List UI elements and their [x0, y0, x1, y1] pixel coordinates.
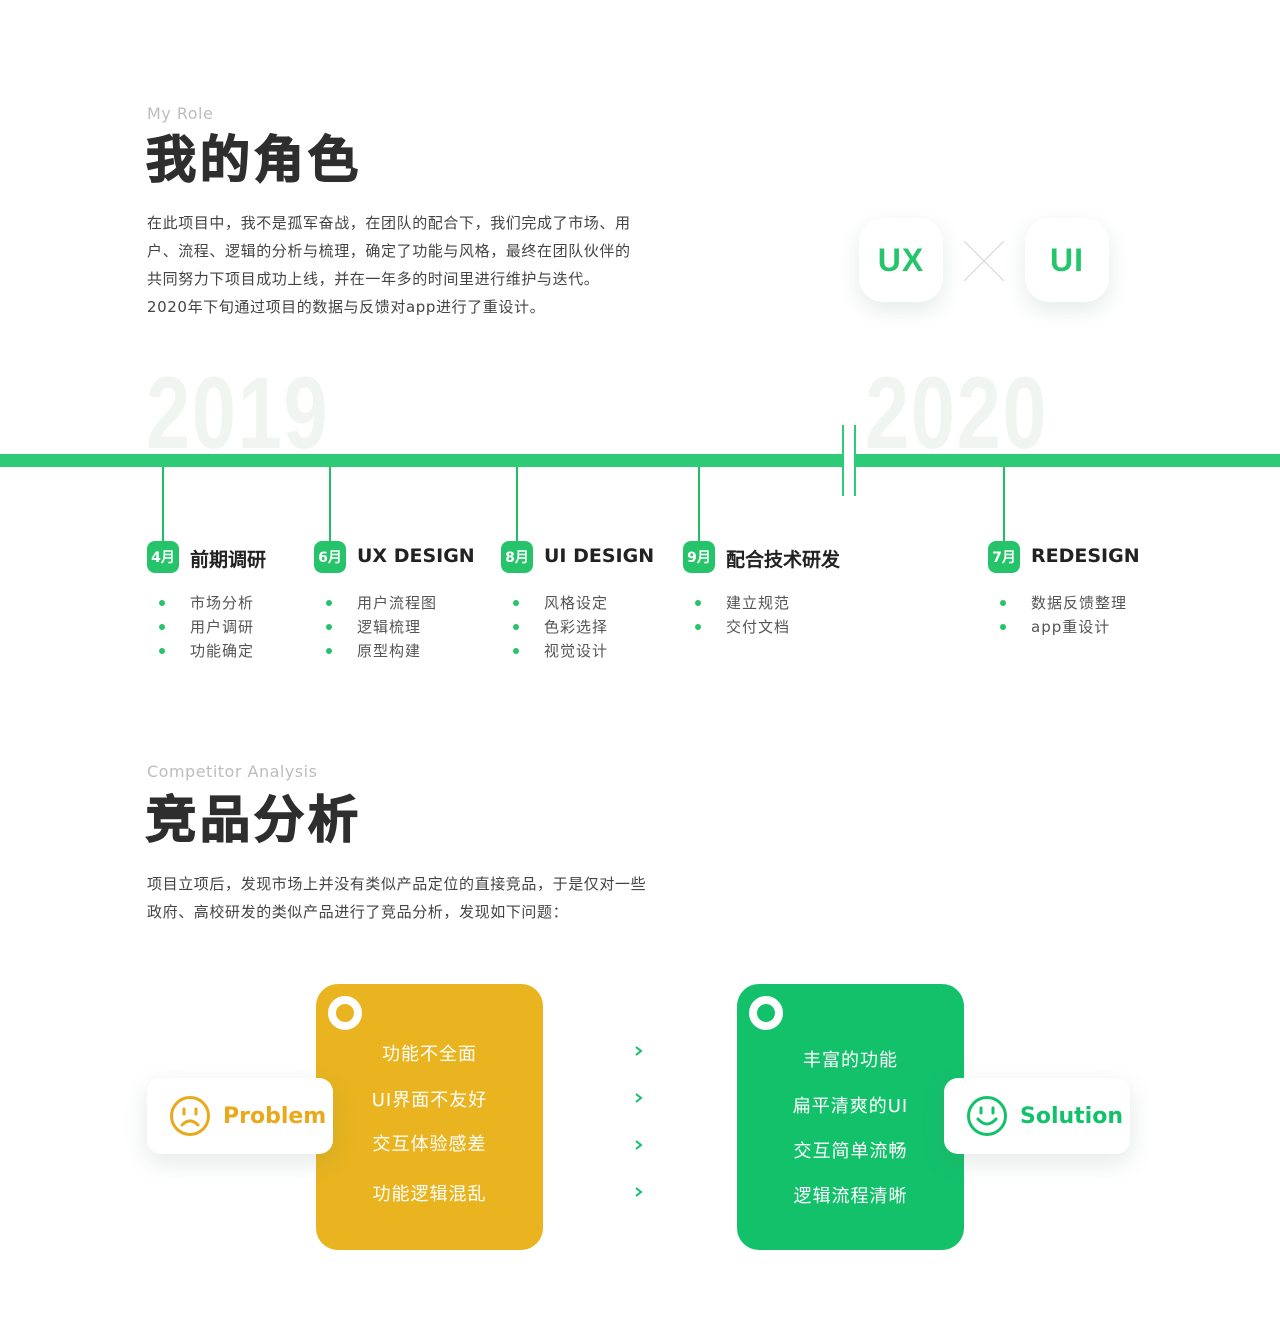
- timeline-tick: [698, 467, 700, 545]
- role-paragraph-line: 在此项目中，我不是孤军奋战，在团队的配合下，我们完成了市场、用: [147, 214, 631, 232]
- dashed-arrow-icon: [543, 1093, 737, 1103]
- bullet-dot-icon: [326, 600, 332, 606]
- list-item: 逻辑梳理: [326, 615, 437, 639]
- role-paragraph-line: 2020年下旬通过项目的数据与反馈对app进行了重设计。: [147, 298, 546, 316]
- solution-pill: Solution: [944, 1078, 1130, 1154]
- problem-label: Problem: [223, 1103, 327, 1129]
- bullet-dot-icon: [695, 600, 701, 606]
- bullet-dot-icon: [159, 648, 165, 654]
- list-item: 用户调研: [159, 615, 254, 639]
- timeline-tick: [516, 467, 518, 545]
- phase-title: 配合技术研发: [726, 549, 841, 571]
- year-2020-watermark: 2020: [865, 356, 1049, 470]
- ux-tile: UX: [859, 218, 943, 302]
- competitor-paragraph: 项目立项后，发现市场上并没有类似产品定位的直接竞品，于是仅对一些 政府、高校研发…: [147, 870, 646, 926]
- role-title: 我的角色: [145, 131, 362, 189]
- list-item: 功能确定: [159, 639, 254, 663]
- competitor-eyebrow: Competitor Analysis: [147, 762, 318, 781]
- role-eyebrow: My Role: [147, 104, 214, 123]
- list-item: 交付文档: [695, 615, 790, 639]
- month-badge: 7月: [988, 541, 1020, 573]
- bullet-dot-icon: [159, 624, 165, 630]
- problem-item: 交互体验感差: [372, 1134, 487, 1155]
- list-item: 建立规范: [695, 591, 790, 615]
- bullet-dot-icon: [159, 600, 165, 606]
- solution-item: 扁平清爽的UI: [792, 1096, 909, 1117]
- month-badge: 8月: [501, 541, 533, 573]
- month-badge: 4月: [147, 541, 179, 573]
- timeline-break-gap: [844, 454, 854, 467]
- solution-item: 丰富的功能: [803, 1050, 898, 1071]
- dashed-arrow-icon: [543, 1187, 737, 1197]
- ring-icon: [749, 996, 783, 1030]
- role-paragraph: 在此项目中，我不是孤军奋战，在团队的配合下，我们完成了市场、用 户、流程、逻辑的…: [147, 209, 631, 321]
- timeline-tick: [329, 467, 331, 545]
- solution-item: 逻辑流程清晰: [793, 1186, 908, 1207]
- competitor-paragraph-line: 项目立项后，发现市场上并没有类似产品定位的直接竞品，于是仅对一些: [147, 875, 647, 893]
- ui-tile: UI: [1025, 218, 1109, 302]
- list-item: 视觉设计: [513, 639, 608, 663]
- phase-title: REDESIGN: [1031, 545, 1140, 567]
- list-item: 数据反馈整理: [1000, 591, 1127, 615]
- cross-icon: [963, 240, 1005, 282]
- list-item: 原型构建: [326, 639, 437, 663]
- list-item: 市场分析: [159, 591, 254, 615]
- bullet-dot-icon: [695, 624, 701, 630]
- role-paragraph-line: 共同努力下项目成功上线，并在一年多的时间里进行维护与迭代。: [147, 270, 600, 288]
- list-item: app重设计: [1000, 615, 1127, 639]
- phase-items: 市场分析 用户调研 功能确定: [159, 591, 254, 663]
- bullet-dot-icon: [513, 624, 519, 630]
- phase-items: 用户流程图 逻辑梳理 原型构建: [326, 591, 437, 663]
- problem-item: 功能不全面: [382, 1044, 477, 1065]
- phase-items: 数据反馈整理 app重设计: [1000, 591, 1127, 639]
- timeline-tick: [1003, 467, 1005, 545]
- bullet-dot-icon: [513, 600, 519, 606]
- role-paragraph-line: 户、流程、逻辑的分析与梳理，确定了功能与风格，最终在团队伙伴的: [147, 242, 631, 260]
- timeline-break-line-left: [842, 425, 844, 496]
- list-item: 色彩选择: [513, 615, 608, 639]
- list-item: 用户流程图: [326, 591, 437, 615]
- bullet-dot-icon: [1000, 600, 1006, 606]
- dashed-arrow-icon: [543, 1046, 737, 1056]
- solution-item: 交互简单流畅: [793, 1141, 908, 1162]
- solution-card: 丰富的功能 扁平清爽的UI 交互简单流畅 逻辑流程清晰: [737, 984, 964, 1250]
- bullet-dot-icon: [513, 648, 519, 654]
- competitor-paragraph-line: 政府、高校研发的类似产品进行了竞品分析，发现如下问题：: [147, 903, 569, 921]
- problem-pill: Problem: [147, 1078, 333, 1154]
- problem-item: UI界面不友好: [371, 1090, 488, 1111]
- timeline-break-line-right: [854, 425, 856, 496]
- dashed-arrow-icon: [543, 1140, 737, 1150]
- solution-label: Solution: [1020, 1103, 1123, 1129]
- month-badge: 9月: [683, 541, 715, 573]
- problem-card: 功能不全面 UI界面不友好 交互体验感差 功能逻辑混乱: [316, 984, 543, 1250]
- smile-face-icon: [967, 1096, 1007, 1136]
- timeline-bar: [0, 454, 1280, 467]
- bullet-dot-icon: [1000, 624, 1006, 630]
- year-2019-watermark: 2019: [146, 356, 330, 470]
- sad-face-icon: [170, 1096, 210, 1136]
- phase-title: UI DESIGN: [544, 545, 655, 567]
- ring-icon: [328, 996, 362, 1030]
- phase-title: 前期调研: [190, 549, 267, 571]
- month-badge: 6月: [314, 541, 346, 573]
- phase-items: 风格设定 色彩选择 视觉设计: [513, 591, 608, 663]
- bullet-dot-icon: [326, 624, 332, 630]
- bullet-dot-icon: [326, 648, 332, 654]
- phase-items: 建立规范 交付文档: [695, 591, 790, 639]
- list-item: 风格设定: [513, 591, 608, 615]
- timeline-tick: [162, 467, 164, 545]
- phase-title: UX DESIGN: [357, 545, 475, 567]
- competitor-title: 竞品分析: [145, 791, 362, 849]
- problem-item: 功能逻辑混乱: [372, 1184, 487, 1205]
